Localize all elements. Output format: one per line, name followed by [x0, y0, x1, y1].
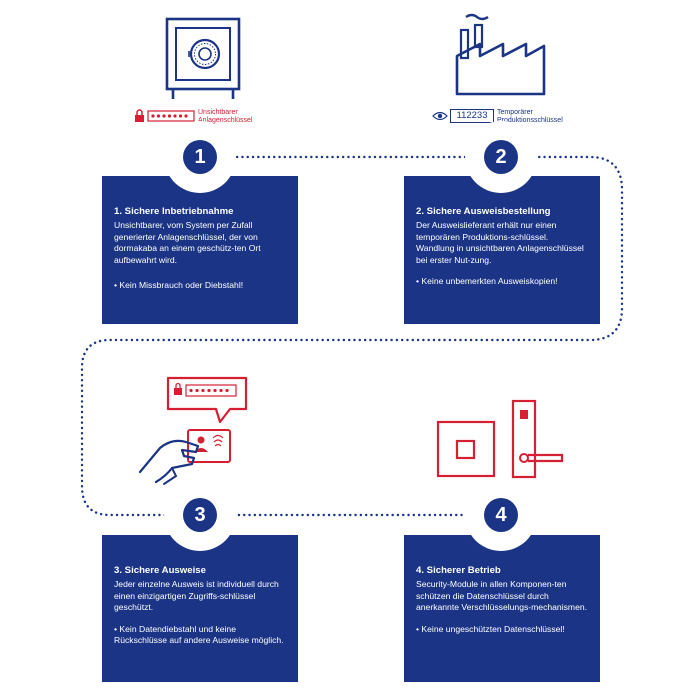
factory-icon	[455, 13, 546, 96]
invisible-key-label-line2: Anlagenschlüssel	[198, 117, 253, 124]
lock-icon	[135, 109, 195, 122]
step-title-3: 3. Sichere Ausweise	[114, 565, 206, 576]
step-card-3: 3. Sichere Ausweise Jeder einzelne Auswe…	[102, 535, 298, 682]
step-desc-2: Der Ausweislieferant erhält nur einen te…	[416, 220, 584, 265]
step-number-2: 2	[495, 146, 507, 168]
step-title-1: 1. Sichere Inbetriebnahme	[114, 206, 234, 217]
step-badge-2	[484, 140, 518, 174]
temporary-code-box: 112233	[450, 109, 494, 123]
temporary-key-label-line1: Temporärer	[497, 109, 533, 116]
step-number-1: 1	[194, 146, 206, 168]
hand-holding-id-card-icon	[138, 376, 248, 485]
step-desc-4: Security-Module in allen Komponen-ten sc…	[416, 579, 588, 613]
step-card-2: 2. Sichere Ausweisbestellung Der Ausweis…	[404, 176, 600, 324]
step-card-1: 1. Sichere Inbetriebnahme Unsichtbarer, …	[102, 176, 298, 324]
invisible-key-label-line1: Unsichtbarer	[198, 109, 238, 116]
step-bullet-2: • Keine unbemerkten Ausweiskopien!	[416, 276, 558, 287]
step-bullet-1: • Kein Missbrauch oder Diebstahl!	[114, 280, 244, 291]
step-bullet-4: • Keine ungeschützten Datenschlüssel!	[416, 623, 565, 634]
step-badge-4	[484, 498, 518, 532]
eye-icon	[432, 111, 448, 121]
step-card-4: 4. Sicherer Betrieb Security-Module in a…	[404, 535, 600, 682]
safe-icon	[165, 17, 241, 99]
step-number-4: 4	[495, 504, 507, 526]
step-desc-1: Unsichtbarer, vom System per Zufall gene…	[114, 220, 261, 265]
step-bullet-3: • Kein Datendiebstahl und keine Rückschl…	[114, 623, 284, 646]
step-title-4: 4. Sicherer Betrieb	[416, 565, 501, 576]
temporary-key-label-line2: Produktionsschlüssel	[497, 117, 563, 124]
step-badge-1	[183, 140, 217, 174]
step-desc-3: Jeder einzelne Ausweis ist individuell d…	[114, 579, 279, 613]
door-reader-and-lock-handle-icon	[436, 399, 564, 479]
step-title-2: 2. Sichere Ausweisbestellung	[416, 206, 551, 217]
step-number-3: 3	[194, 504, 206, 526]
step-badge-3	[183, 498, 217, 532]
